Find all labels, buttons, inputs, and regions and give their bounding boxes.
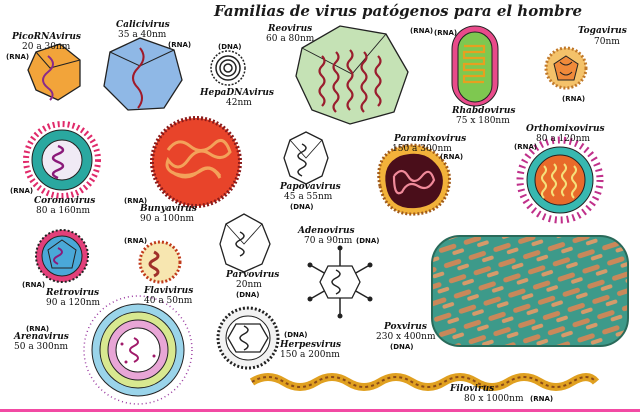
togavirus-acid: (RNA) xyxy=(562,95,586,103)
parvovirus-name: Parvovirus xyxy=(226,270,280,280)
parvovirus-acid: (DNA) xyxy=(236,291,260,299)
figure-title: Familias de virus patógenos para el homb… xyxy=(214,2,583,20)
togavirus-name: Togavirus xyxy=(578,26,627,36)
togavirus-size: 70nm xyxy=(594,37,620,47)
herpesvirus-particle xyxy=(216,306,280,370)
picornavirus-particle xyxy=(27,43,81,101)
herpesvirus-size: 150 a 200nm xyxy=(280,350,340,360)
bunyavirus-particle xyxy=(150,116,242,208)
coronavirus-particle xyxy=(23,121,101,199)
reovirus-size: 60 a 80nm xyxy=(266,34,315,44)
picornavirus-name: PicoRNAvirus xyxy=(12,32,81,42)
parvovirus-particle xyxy=(219,213,271,273)
rhabdovirus-acid: (RNA) xyxy=(434,29,458,37)
herpesvirus-acid: (DNA) xyxy=(284,331,308,339)
flavivirus-size: 40 a 50nm xyxy=(144,296,193,306)
calicivirus-name: Calicivirus xyxy=(116,20,170,30)
flavivirus-name: Flavivirus xyxy=(144,286,194,296)
hepadnavirus-acid: (DNA) xyxy=(218,43,242,51)
papovavirus-acid: (DNA) xyxy=(290,203,314,211)
retrovirus-name: Retrovirus xyxy=(46,288,100,298)
reovirus-particle xyxy=(295,25,409,125)
herpesvirus-name: Herpesvirus xyxy=(280,340,342,350)
filovirus-name: Filovirus xyxy=(450,384,495,394)
arenavirus-acid: (RNA) xyxy=(26,325,50,333)
togavirus-particle xyxy=(544,46,588,90)
papovavirus-name: Papovavirus xyxy=(280,182,341,192)
filovirus-particle xyxy=(249,373,600,391)
hepadnavirus-size: 42nm xyxy=(226,98,252,108)
bunyavirus-name: Bunyavirus xyxy=(140,204,197,214)
reovirus-name: Reovirus xyxy=(268,24,313,34)
paramixovirus-acid: (RNA) xyxy=(440,153,464,161)
coronavirus-name: Coronavirus xyxy=(34,196,96,206)
poxvirus-size: 230 x 400nm xyxy=(376,332,436,342)
parvovirus-size: 20nm xyxy=(236,280,262,290)
rhabdovirus-name: Rhabdovirus xyxy=(452,106,516,116)
orthomixovirus-size: 80 a 120nm xyxy=(536,134,591,144)
bunyavirus-size: 90 a 100nm xyxy=(140,214,195,224)
adenovirus-size: 70 a 90nm xyxy=(304,236,353,246)
coronavirus-size: 80 a 160nm xyxy=(36,206,91,216)
adenovirus-particle xyxy=(307,245,373,319)
hepadnavirus-particle xyxy=(210,50,246,86)
retrovirus-size: 90 a 120nm xyxy=(46,298,101,308)
paramixovirus-particle xyxy=(377,143,451,216)
flavivirus-acid: (RNA) xyxy=(124,237,148,245)
bottom-border-strip xyxy=(0,409,640,412)
filovirus-acid: (RNA) xyxy=(530,395,554,403)
poxvirus-particle xyxy=(431,235,629,347)
arenavirus-name: Arenavirus xyxy=(14,332,69,342)
paramixovirus-name: Paramixovirus xyxy=(394,134,467,144)
orthomixovirus-acid: (RNA) xyxy=(514,143,538,151)
arenavirus-size: 50 a 300nm xyxy=(14,342,69,352)
papovavirus-size: 45 a 55nm xyxy=(284,192,333,202)
calicivirus-size: 35 a 40nm xyxy=(118,30,167,40)
picornavirus-acid: (RNA) xyxy=(6,53,30,61)
poxvirus-name: Poxvirus xyxy=(384,322,427,332)
arenavirus-particle xyxy=(83,295,193,405)
filovirus-size: 80 x 1000nm xyxy=(464,394,524,404)
rhabdovirus-size: 75 x 180nm xyxy=(456,116,510,126)
retrovirus-particle xyxy=(35,229,89,283)
calicivirus-particle xyxy=(103,37,183,111)
paramixovirus-size: 150 a 300nm xyxy=(392,144,452,154)
poxvirus-acid: (DNA) xyxy=(390,343,414,351)
retrovirus-acid: (RNA) xyxy=(22,281,46,289)
adenovirus-name: Adenovirus xyxy=(298,226,355,236)
picornavirus-size: 20 a 30nm xyxy=(22,42,71,52)
calicivirus-acid: (RNA) xyxy=(168,41,192,49)
orthomixovirus-name: Orthomixovirus xyxy=(526,124,605,134)
adenovirus-acid: (DNA) xyxy=(356,237,380,245)
rhabdovirus-particle xyxy=(451,25,499,107)
papovavirus-particle xyxy=(283,131,329,185)
orthomixovirus-particle xyxy=(516,136,604,224)
reovirus-acid: (RNA) xyxy=(410,27,434,35)
flavivirus-particle xyxy=(138,240,182,284)
bunyavirus-acid: (RNA) xyxy=(124,197,148,205)
hepadnavirus-name: HepaDNAvirus xyxy=(200,88,275,98)
coronavirus-acid: (RNA) xyxy=(10,187,34,195)
